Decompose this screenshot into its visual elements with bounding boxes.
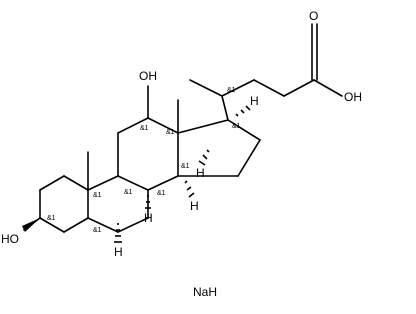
- sodium-hydride-label: NaH: [193, 285, 217, 299]
- side-chain: [189, 23, 343, 121]
- stereo-marker-c17: &1: [232, 123, 241, 130]
- stereo-marker-c9: &1: [124, 189, 133, 196]
- stereo-marker-c3: &1: [47, 215, 56, 222]
- methyl-groups: [87, 99, 179, 191]
- ring-a: [39, 175, 89, 233]
- stereo-marker-c8: &1: [157, 190, 166, 197]
- h-label-c9: H: [144, 211, 153, 225]
- stereo-marker-c10: &1: [93, 192, 102, 199]
- stereo-marker-c13: &1: [166, 129, 175, 136]
- hydroxyl-bonds: [23, 85, 149, 231]
- carbonyl-oxygen-label: O: [309, 9, 318, 23]
- stereo-marker-c5: &1: [93, 227, 102, 234]
- stereo-marker-c20: &1: [227, 87, 236, 94]
- ring-b: [87, 175, 149, 233]
- stereo-h-bonds: [114, 105, 251, 243]
- c3-hydroxyl-label: HO: [1, 232, 19, 246]
- h-label-c17: H: [250, 94, 259, 108]
- h-label-c5: H: [114, 245, 123, 259]
- h-label-c8: H: [190, 199, 199, 213]
- c12-hydroxyl-label: OH: [139, 69, 157, 83]
- ring-d: [177, 119, 261, 177]
- stereo-wedges: [22, 218, 40, 232]
- stereo-marker-c12: &1: [140, 125, 149, 132]
- ring-c: [117, 117, 179, 191]
- h-label-c14: H: [196, 166, 205, 180]
- stereo-marker-c14: &1: [181, 163, 190, 170]
- acid-hydroxyl-label: OH: [344, 90, 362, 104]
